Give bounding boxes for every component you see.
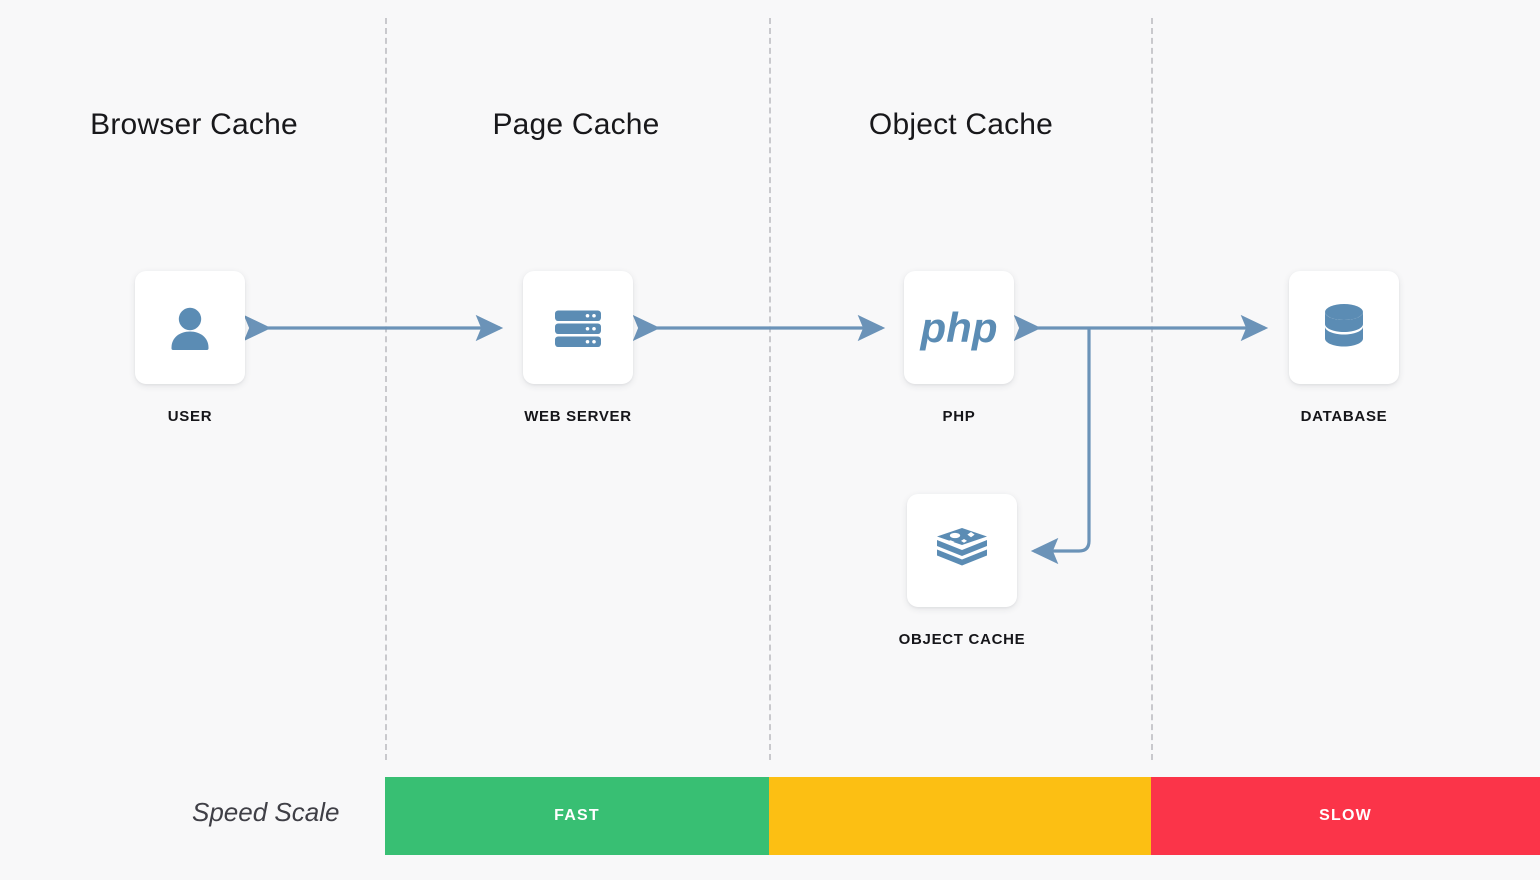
connector-php-to-object-cache: [1030, 328, 1091, 565]
node-label-web-server: WEB SERVER: [524, 408, 632, 425]
svg-text:php: php: [920, 304, 998, 351]
node-label-object-cache: OBJECT CACHE: [898, 631, 1026, 648]
zone-divider-1: [385, 18, 387, 760]
server-icon: [555, 310, 601, 347]
zone-divider-2: [769, 18, 771, 760]
zone-divider-3: [1151, 18, 1153, 760]
speed-segment-medium: [769, 777, 1151, 855]
php-logo-icon: php: [920, 304, 998, 351]
speed-segment-slow: SLOW: [1151, 777, 1540, 855]
node-card-web-server[interactable]: [523, 271, 633, 384]
node-card-user[interactable]: [135, 271, 245, 384]
speed-segment-slow-label: SLOW: [1319, 807, 1372, 824]
node-object-cache[interactable]: OBJECT CACHE: [899, 494, 1025, 648]
node-label-php: PHP: [942, 408, 976, 425]
node-label-database: DATABASE: [1300, 408, 1388, 425]
zone-title-browser-cache: Browser Cache: [90, 108, 298, 141]
node-web-server[interactable]: WEB SERVER: [523, 271, 633, 425]
zone-title-object-cache: Object Cache: [868, 108, 1054, 141]
node-card-php[interactable]: php: [904, 271, 1014, 384]
speed-scale-label: Speed Scale: [192, 797, 340, 827]
speed-segment-fast-label: FAST: [554, 807, 600, 824]
user-icon: [171, 307, 209, 350]
node-card-database[interactable]: [1289, 271, 1399, 384]
node-php[interactable]: php PHP: [904, 271, 1014, 425]
object-cache-icon: [937, 527, 987, 565]
node-user[interactable]: USER: [135, 271, 245, 425]
node-card-object-cache[interactable]: [907, 494, 1017, 607]
zone-title-page-cache: Page Cache: [492, 108, 660, 141]
database-icon: [1325, 303, 1363, 346]
speed-segment-fast: FAST: [385, 777, 769, 855]
node-database[interactable]: DATABASE: [1289, 271, 1399, 425]
node-label-user: USER: [167, 408, 213, 425]
